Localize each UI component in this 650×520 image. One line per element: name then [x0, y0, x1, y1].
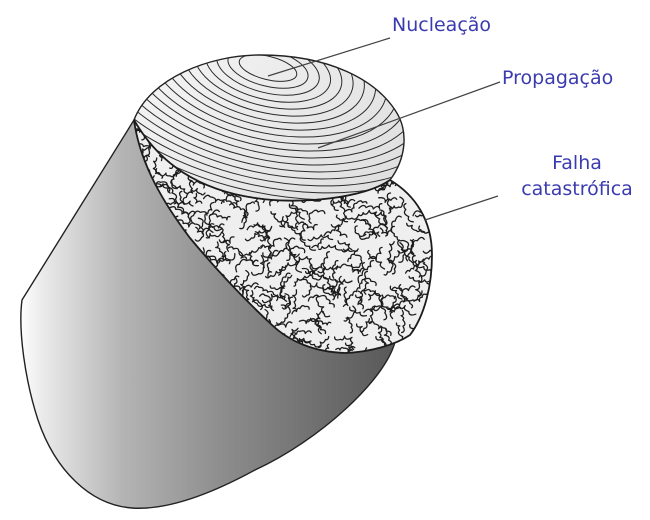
fracture-squiggle: [417, 190, 425, 200]
fracture-squiggle: [414, 139, 439, 146]
fracture-squiggle: [419, 177, 426, 189]
fracture-squiggle: [425, 333, 437, 345]
fracture-squiggle: [420, 197, 433, 205]
fracture-squiggle: [407, 133, 425, 144]
fracture-squiggle: [431, 121, 454, 130]
fracture-squiggle: [428, 153, 437, 172]
fracture-squiggle: [434, 171, 446, 180]
fracture-squiggle: [410, 151, 421, 166]
fracture-squiggle: [435, 273, 447, 280]
fracture-squiggle: [418, 320, 430, 344]
fracture-squiggle: [408, 334, 429, 345]
nucleation-label: Nucleação: [392, 14, 491, 36]
failure-label-line2: catastrófica: [521, 178, 633, 200]
fracture-squiggle: [432, 348, 443, 361]
fracture-squiggle: [428, 201, 433, 215]
fracture-squiggle: [420, 119, 429, 143]
fracture-squiggle: [410, 325, 424, 346]
propagation-label: Propagação: [502, 67, 613, 89]
fracture-squiggle: [402, 180, 414, 188]
failure-leader-line: [425, 196, 498, 220]
fracture-squiggle: [418, 156, 426, 172]
fracture-squiggle: [432, 320, 456, 328]
fracture-squiggle: [405, 125, 418, 133]
fracture-squiggle: [420, 128, 434, 132]
fracture-squiggle: [429, 175, 435, 193]
fracture-squiggle: [421, 348, 426, 363]
fracture-squiggle: [423, 165, 430, 180]
fracture-squiggle: [424, 308, 437, 319]
failure-label-line1: Falha: [552, 152, 602, 174]
